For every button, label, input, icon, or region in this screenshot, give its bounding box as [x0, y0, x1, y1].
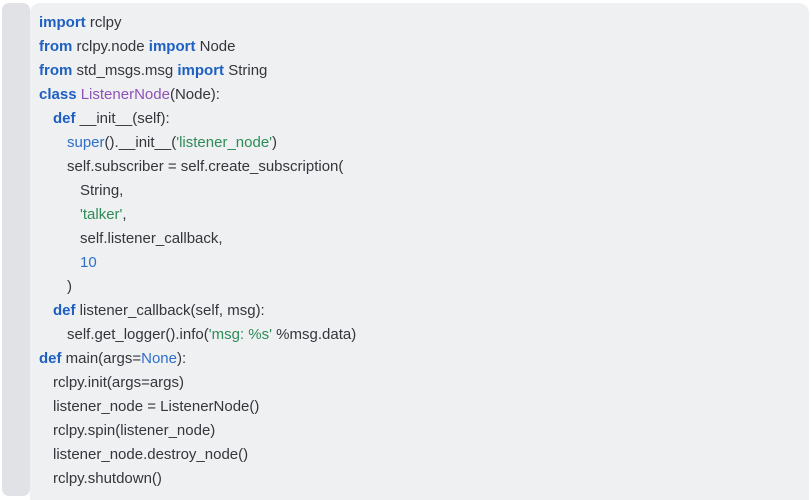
code-token-keyword: def: [53, 110, 76, 127]
code-token-default: rclpy.node: [72, 38, 149, 55]
code-token-default: rclpy.spin(listener_node): [53, 422, 216, 439]
code-token-keyword: def: [39, 350, 62, 367]
code-line: 10: [39, 251, 797, 275]
code-token-default: ):: [176, 350, 187, 367]
code-token-default: Node: [195, 38, 236, 55]
code-line: import rclpy: [39, 11, 797, 35]
code-line: def main(args=None):: [39, 347, 797, 371]
code-token-default: main(args=: [61, 350, 142, 367]
code-line: def __init__(self):: [39, 107, 797, 131]
code-line: self.get_logger().info('msg: %s' %msg.da…: [39, 323, 797, 347]
code-token-string: 'talker': [80, 206, 123, 223]
code-token-default: self.subscriber = self.create_subscripti…: [67, 158, 344, 175]
code-line: ): [39, 275, 797, 299]
code-line: def listener_callback(self, msg):: [39, 299, 797, 323]
code-token-default: ): [272, 134, 278, 151]
code-line: rclpy.spin(listener_node): [39, 419, 797, 443]
code-line: self.listener_callback,: [39, 227, 797, 251]
code-token-keyword: import: [39, 14, 86, 31]
code-token-default: std_msgs.msg: [72, 62, 178, 79]
code-token-literal: 10: [80, 254, 97, 271]
code-token-default: self.listener_callback,: [80, 230, 223, 247]
code-token-default: self.get_logger().info(: [67, 326, 209, 343]
code-line: from rclpy.node import Node: [39, 35, 797, 59]
code-token-default: rclpy: [85, 14, 122, 31]
code-line: listener_node.destroy_node(): [39, 443, 797, 467]
code-token-default: rclpy.shutdown(): [53, 470, 162, 487]
code-token-default: listener_node.destroy_node(): [53, 446, 249, 463]
code-token-string: 'msg: %s': [208, 326, 272, 343]
code-line: 'talker',: [39, 203, 797, 227]
code-token-default: String: [224, 62, 268, 79]
code-line: class ListenerNode(Node):: [39, 83, 797, 107]
code-token-default: ): [67, 278, 72, 295]
code-line: self.subscriber = self.create_subscripti…: [39, 155, 797, 179]
code-token-keyword: import: [177, 62, 225, 79]
code-token-default: __init__(self):: [75, 110, 170, 127]
code-token-default: listener_callback(self, msg):: [75, 302, 265, 319]
code-line: super().__init__('listener_node'): [39, 131, 797, 155]
code-line: rclpy.init(args=args): [39, 371, 797, 395]
code-token-keyword: from: [39, 38, 73, 55]
code-line: String,: [39, 179, 797, 203]
code-token-default: ().__init__(: [104, 134, 177, 151]
code-token-default: listener_node = ListenerNode(): [53, 398, 260, 415]
code-token-default: (Node):: [169, 86, 220, 103]
code-token-default: rclpy.init(args=args): [53, 374, 185, 391]
code-line: listener_node = ListenerNode(): [39, 395, 797, 419]
code-token-keyword: class: [39, 86, 77, 103]
code-token-literal: None: [141, 350, 177, 367]
code-line: rclpy.shutdown(): [39, 467, 797, 491]
code-gutter-bar: [2, 3, 30, 496]
code-token-keyword: def: [53, 302, 76, 319]
code-token-keyword: import: [148, 38, 196, 55]
code-token-literal: super: [67, 134, 105, 151]
code-token-default: %msg.data): [272, 326, 357, 343]
code-token-keyword: from: [39, 62, 73, 79]
code-token-default: String,: [80, 182, 124, 199]
code-token-string: 'listener_node': [176, 134, 273, 151]
code-token-class: ListenerNode: [80, 86, 170, 103]
code-line: from std_msgs.msg import String: [39, 59, 797, 83]
code-token-default: ,: [122, 206, 127, 223]
